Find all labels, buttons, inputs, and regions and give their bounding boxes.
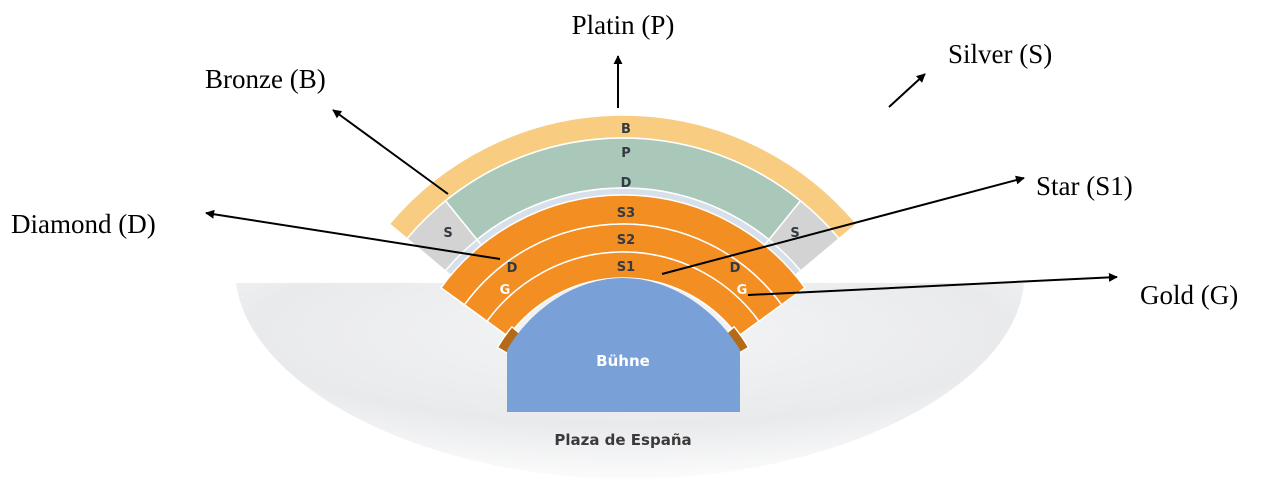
section-label-gold-left: G xyxy=(500,283,511,298)
section-label-diamond-right: D xyxy=(730,261,741,276)
arrow-bronze xyxy=(332,109,449,195)
arrow-star xyxy=(661,175,1025,275)
section-label-diamond-left: D xyxy=(507,261,518,276)
callout-silver: Silver (S) xyxy=(948,39,1052,69)
arrow-diamond xyxy=(205,209,501,260)
section-label-bronze: B xyxy=(621,122,631,137)
section-label-silver-right: S xyxy=(790,226,799,241)
stage-label: Bühne xyxy=(596,352,650,370)
section-label-star2: S2 xyxy=(617,233,635,248)
section-label-diamond-top: D xyxy=(621,176,632,191)
section-label-star1: S1 xyxy=(617,260,635,275)
callout-platin: Platin (P) xyxy=(572,10,675,40)
callout-bronze: Bronze (B) xyxy=(205,64,326,94)
plaza-label: Plaza de España xyxy=(554,431,691,449)
callout-gold: Gold (G) xyxy=(1140,280,1238,310)
arrow-gold xyxy=(747,272,1118,296)
section-label-platin: P xyxy=(621,146,631,161)
section-label-gold-right: G xyxy=(737,283,748,298)
callout-star: Star (S1) xyxy=(1036,171,1133,201)
arrow-silver xyxy=(888,73,926,108)
section-label-silver-left: S xyxy=(443,226,452,241)
section-star1 xyxy=(486,251,760,338)
stage-area xyxy=(507,278,740,412)
section-label-star3: S3 xyxy=(617,206,635,221)
callout-diamond: Diamond (D) xyxy=(11,209,156,239)
